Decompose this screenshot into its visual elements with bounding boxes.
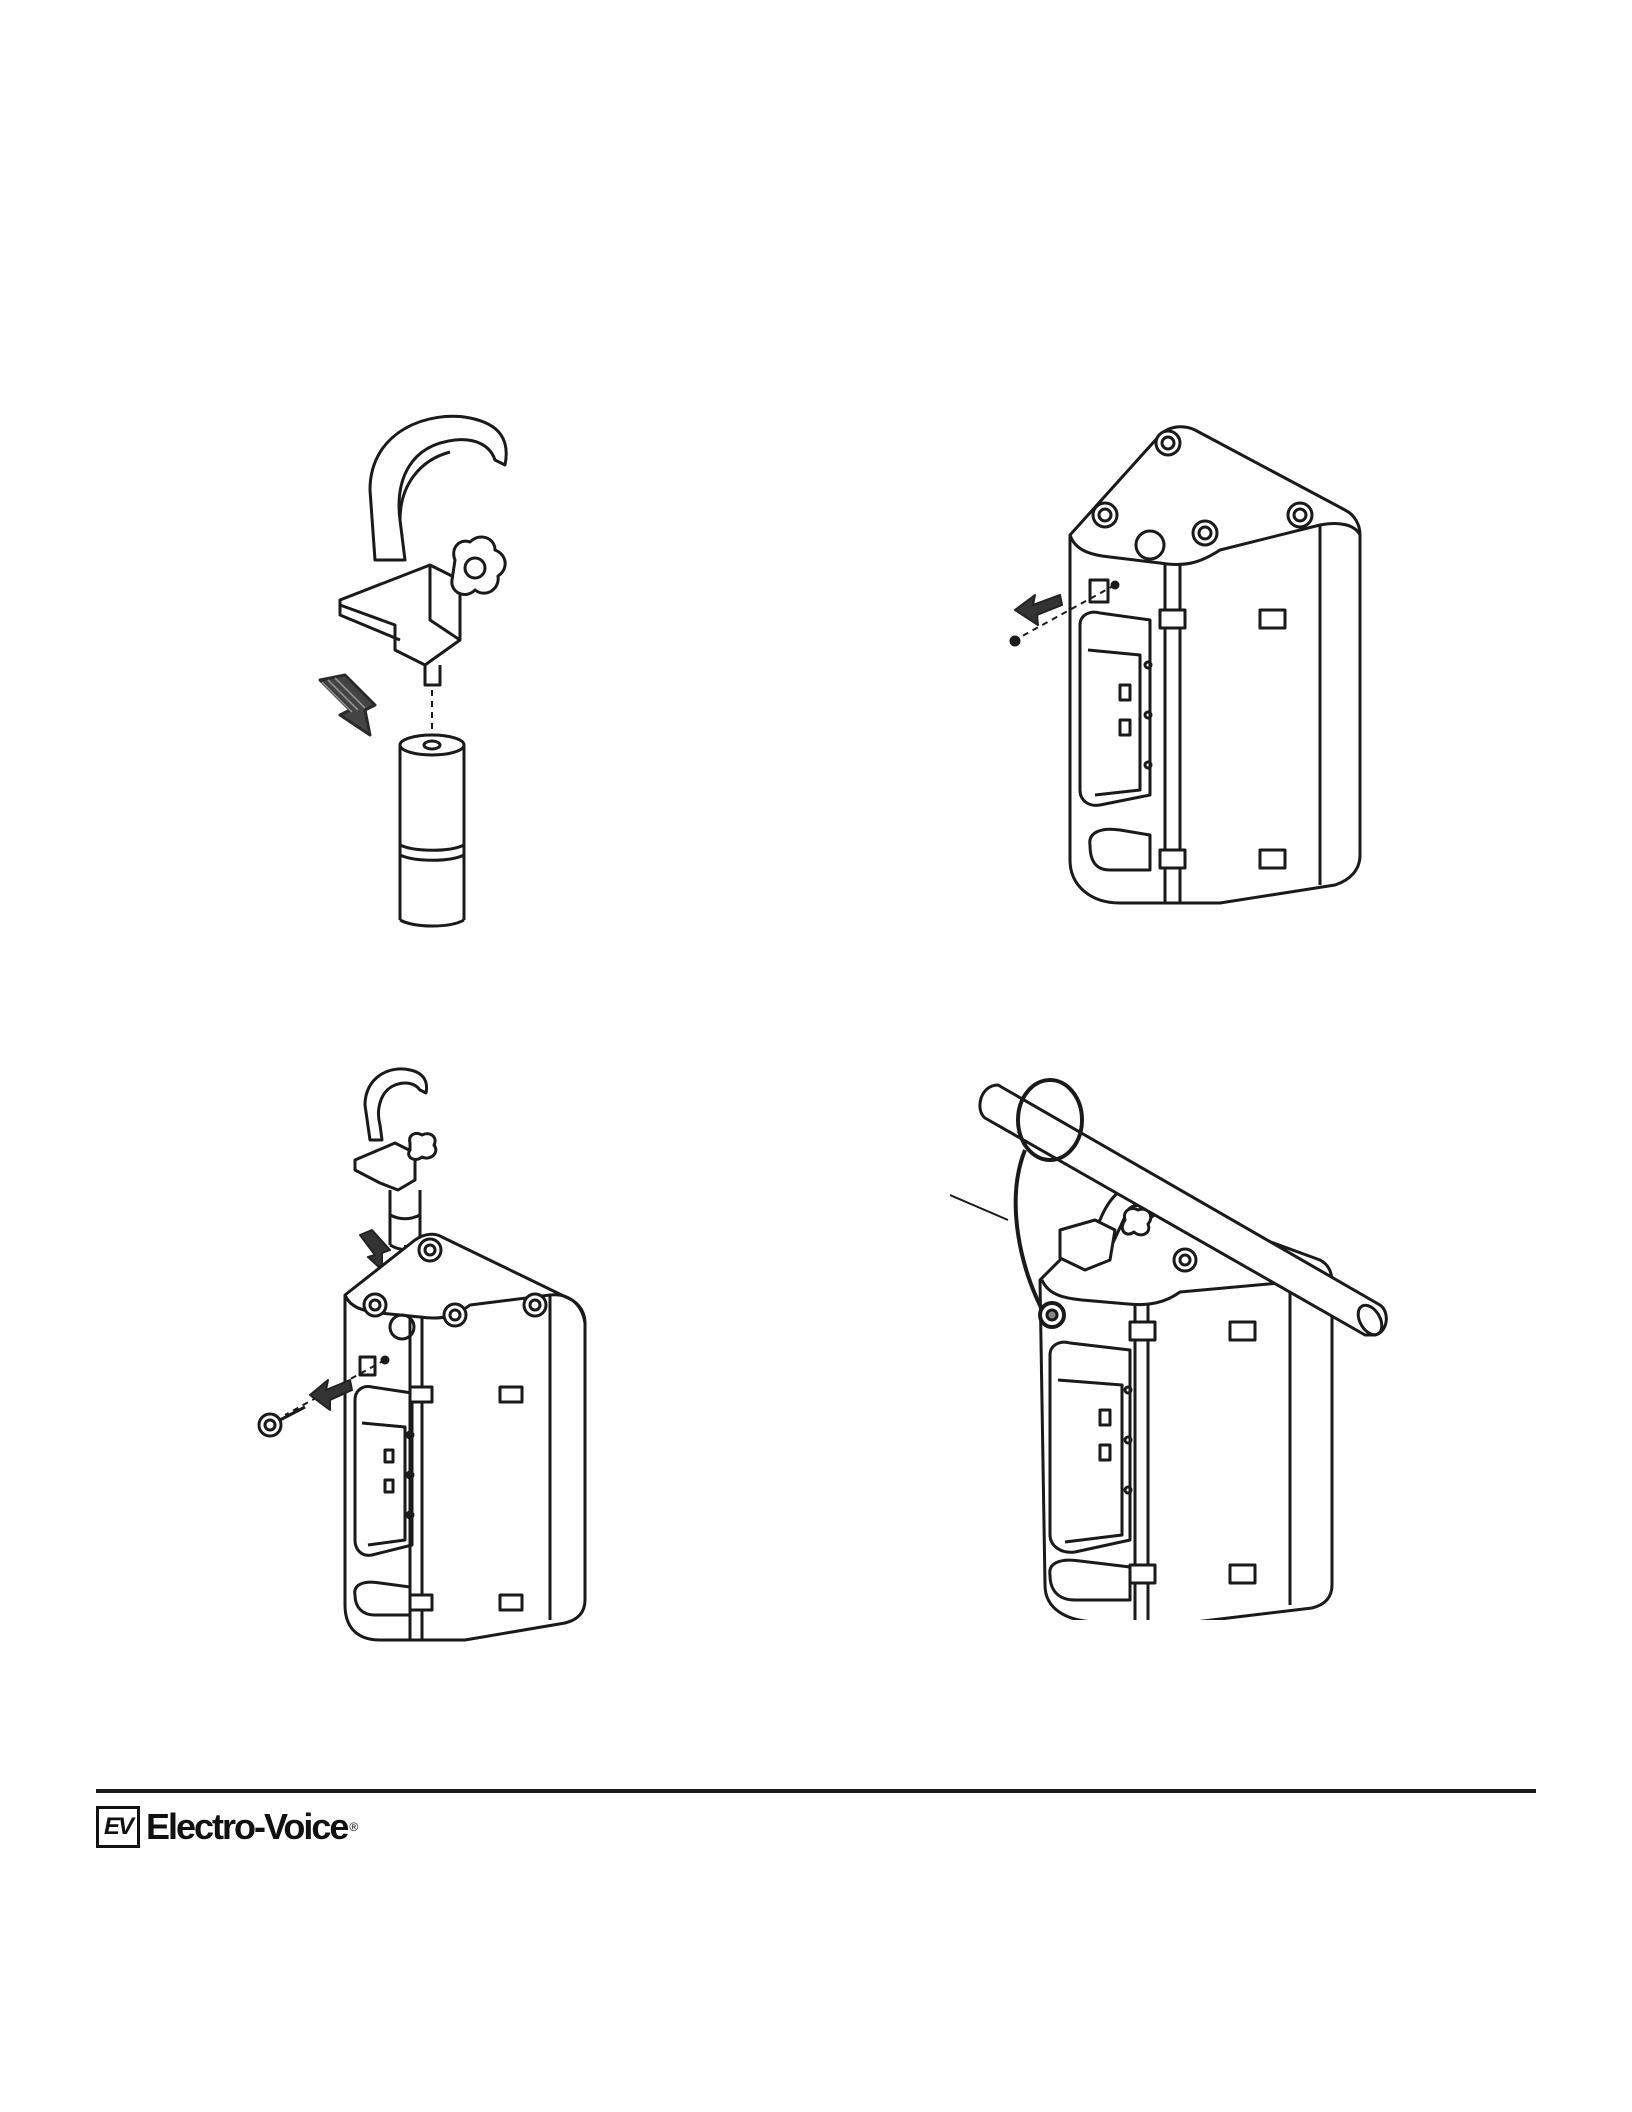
- eyebolt-icon: [259, 1407, 305, 1436]
- down-arrow-icon: [320, 675, 375, 735]
- figure-attach-clamp-and-eyebolt: [250, 1065, 610, 1665]
- registered-mark: ®: [349, 1820, 358, 1834]
- speaker-icon: [1070, 427, 1360, 903]
- logo-wordmark: Electro-Voice: [146, 1809, 347, 1845]
- figure-clamp-on-spigot: [300, 410, 600, 950]
- clamp-icon: [340, 416, 506, 685]
- screw-icon: [1011, 637, 1019, 645]
- speaker-icon: [345, 1234, 585, 1640]
- spigot-icon: [400, 735, 464, 926]
- footer-rule: [96, 1789, 1536, 1793]
- ev-logo-mark: EV: [96, 1806, 140, 1848]
- electro-voice-logo: EV Electro-Voice ®: [96, 1803, 358, 1851]
- left-arrow-icon: [1015, 595, 1062, 625]
- clamp-icon: [355, 1069, 436, 1250]
- figure-remove-screw: [1000, 415, 1380, 915]
- figure-hang-with-safety-cable: [950, 1060, 1410, 1620]
